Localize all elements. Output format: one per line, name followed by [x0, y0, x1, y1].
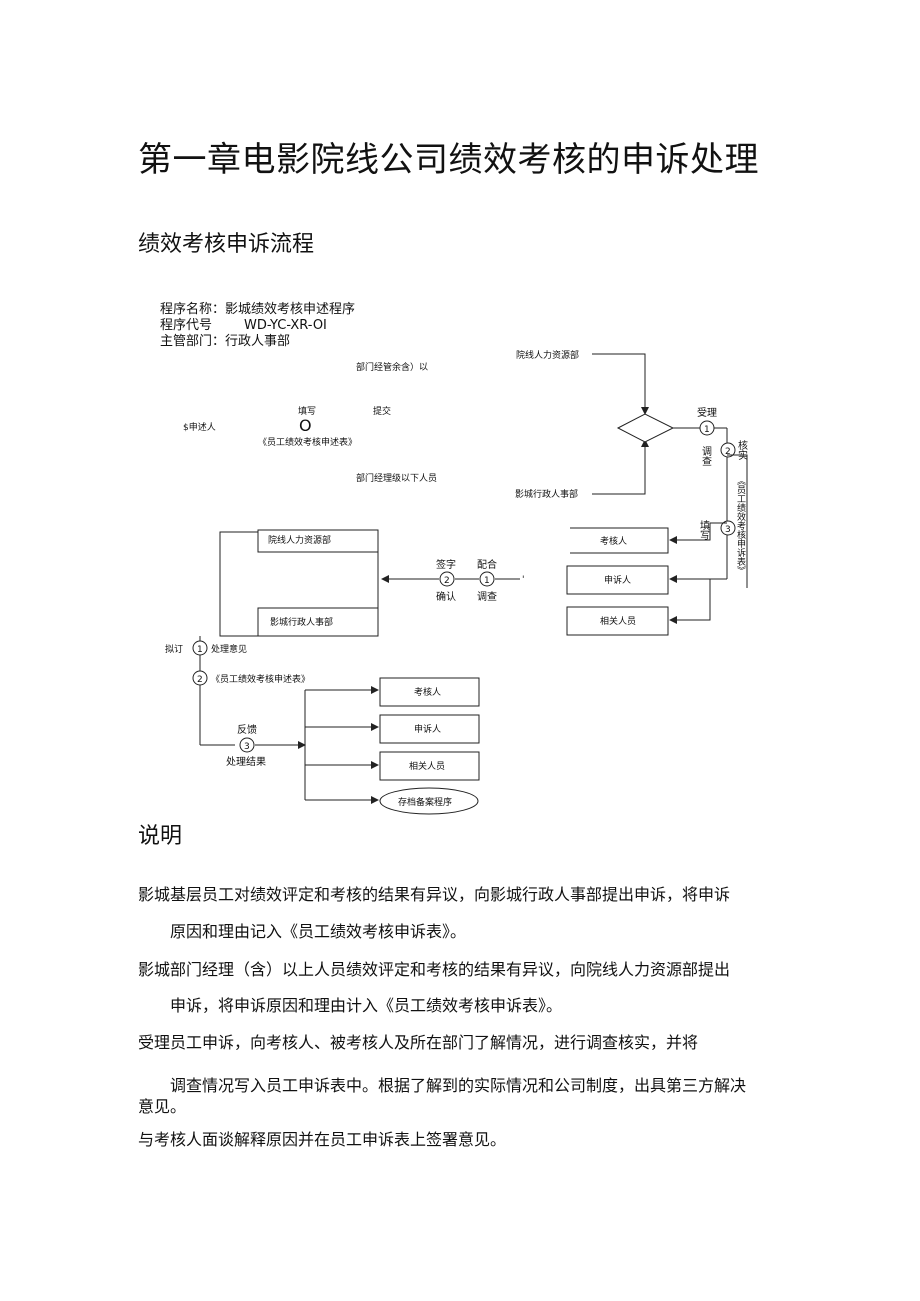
step-number: 1 — [704, 425, 710, 435]
complainant-label-bottom: 申诉人 — [414, 723, 441, 735]
decision-diamond — [616, 413, 675, 443]
step-number: 1 — [197, 645, 203, 655]
tick-mark: ' — [522, 575, 524, 585]
paragraph-line: 影城部门经理（含）以上人员绩效评定和考核的结果有异议，向院线人力资源部提出 — [138, 960, 731, 979]
draft-label: 拟订 — [165, 643, 183, 655]
confirm-label: 确认 — [436, 590, 456, 603]
step-number: 2 — [444, 576, 450, 586]
assessor-label-bottom: 考核人 — [414, 686, 441, 698]
fill-label-vertical: 填写 — [698, 519, 710, 541]
paragraph-line: 调查情况写入员工申诉表中。根据了解到的实际情况和公司制度，出具第三方解决 — [170, 1076, 747, 1095]
step-number: 2 — [197, 675, 203, 685]
program-name: 程序名称：影城绩效考核申述程序 — [160, 301, 355, 317]
step-circle — [439, 571, 455, 587]
step-circle — [239, 737, 255, 753]
complainant-label-top: 申诉人 — [604, 574, 631, 586]
mgr-below-label: 部门经理级以下人员 — [356, 472, 437, 484]
applicant-label: $申述人 — [183, 421, 216, 433]
accept-label: 受理 — [697, 407, 717, 419]
program-code-label: 程序代号 — [160, 318, 212, 333]
managing-dept: 主管部门：行政人事部 — [160, 334, 290, 349]
paragraph-line: 原因和理由记入《员工绩效考核申诉表》。 — [170, 922, 467, 941]
connector-line — [727, 454, 748, 588]
related-label-bottom: 相关人员 — [409, 760, 445, 772]
step-number: 3 — [725, 525, 731, 535]
step-number: 3 — [244, 742, 250, 752]
arrow-to-decision-bottom — [592, 439, 649, 495]
paragraph-line: 影城基层员工对绩效评定和考核的结果有异议，向影城行政人事部提出申诉，将申诉 — [138, 885, 731, 904]
form-label-top: 《员工绩效考核申述表》 — [258, 436, 357, 448]
step-circle — [720, 442, 736, 458]
related-label-top: 相关人员 — [600, 615, 636, 627]
yingcheng-hr-mid-label: 影城行政人事部 — [270, 616, 333, 628]
complainant-box-bottom — [379, 714, 480, 744]
feedback-label: 反馈 — [237, 723, 257, 736]
archive-label: 存档备案程序 — [398, 796, 452, 808]
investigate-label-mid: 调查 — [477, 590, 497, 603]
submit-label: 提交 — [373, 405, 391, 417]
yuanxian-hr-box-mid — [257, 529, 379, 553]
paragraph-line: 与考核人面谈解释原因并在员工申诉表上签署意见。 — [138, 1130, 507, 1149]
cooperate-label: 配合 — [477, 558, 497, 571]
assessor-label-top: 考核人 — [600, 535, 627, 547]
yuanxian-hr-top: 院线人力资源部 — [516, 349, 579, 361]
result-label: 处理结果 — [226, 755, 266, 768]
yingcheng-hr-box-mid — [257, 607, 379, 637]
paragraph-line: 受理员工申诉，向考核人、被考核人及所在部门了解情况，进行调查核实，并将 — [138, 1033, 699, 1052]
step-number: 1 — [484, 576, 490, 586]
related-box-bottom — [379, 751, 480, 781]
step-circle — [720, 520, 736, 536]
program-code: WD-YC-XR-OI — [244, 318, 327, 333]
assessor-box-top — [570, 527, 669, 554]
arrow-to-decision-top — [592, 353, 649, 415]
section-title: 说明 — [138, 824, 183, 849]
paragraph-line: 申诉，将申诉原因和理由计入《员工绩效考核申诉表》。 — [170, 996, 563, 1015]
opinion-label: 处理意见 — [211, 643, 247, 655]
flowchart-diagram: 程序名称：影城绩效考核申述程序 程序代号 WD-YC-XR-OI 主管部门：行政… — [160, 301, 748, 815]
arrow-to-assessor — [669, 522, 727, 544]
yuanxian-hr-mid-label: 院线人力资源部 — [268, 534, 331, 546]
circle-o-mark: O — [299, 416, 312, 435]
form-label-bottom: 《员工绩效考核申述表》 — [211, 673, 310, 685]
yingcheng-hr-top: 影城行政人事部 — [515, 488, 578, 500]
form-label-vertical: 《员工绩效考核申诉表》 — [735, 476, 746, 575]
fill-label: 填写 — [298, 405, 316, 417]
page-title: 第一章电影院线公司绩效考核的申诉处理 — [138, 140, 759, 180]
step-number: 2 — [725, 447, 731, 457]
sign-label: 签字 — [436, 558, 456, 571]
mgr-above-label: 部门经管余含）以 — [356, 361, 428, 373]
paragraph-line: 意见。 — [138, 1097, 187, 1116]
archive-ellipse — [379, 787, 479, 815]
arrow-to-related — [669, 579, 711, 624]
step-circle — [192, 640, 208, 656]
investigate-label: 调查 — [700, 446, 712, 466]
step-circle — [192, 670, 208, 686]
step-circle — [479, 571, 495, 587]
complainant-box-top — [566, 565, 669, 595]
verify-label: 核实 — [736, 439, 748, 461]
related-box-top — [566, 606, 669, 636]
flow-subtitle: 绩效考核申诉流程 — [138, 232, 315, 257]
assessor-box-bottom — [379, 677, 480, 707]
